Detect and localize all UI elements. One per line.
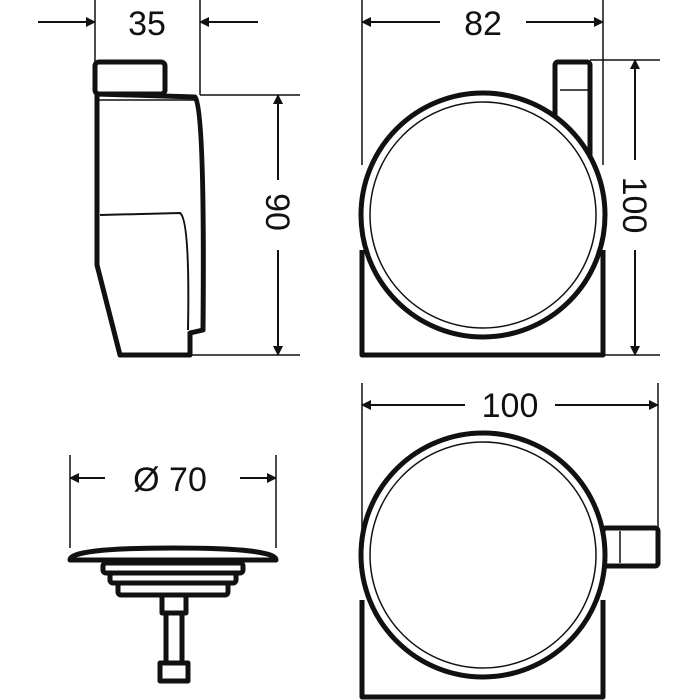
dimension-90: 90 [190, 94, 300, 356]
dimension-label-35: 35 [128, 5, 166, 43]
plug-view [67, 545, 279, 684]
dimension-label-diameter-70: Ø 70 [133, 461, 207, 499]
dimension-100-vertical: 100 [590, 59, 660, 356]
dimension-diameter-70: Ø 70 [69, 455, 277, 548]
dimension-label-82: 82 [464, 5, 502, 43]
dimension-35: 35 [38, 0, 258, 95]
side-view [92, 59, 206, 358]
dimension-label-100-horizontal: 100 [482, 387, 539, 425]
top-view [358, 430, 661, 700]
dimension-82: 82 [361, 0, 604, 165]
front-view [358, 59, 608, 358]
dimension-100-horizontal: 100 [361, 383, 659, 550]
dimension-label-100-vertical: 100 [615, 177, 653, 234]
dimension-label-90: 90 [258, 193, 296, 231]
